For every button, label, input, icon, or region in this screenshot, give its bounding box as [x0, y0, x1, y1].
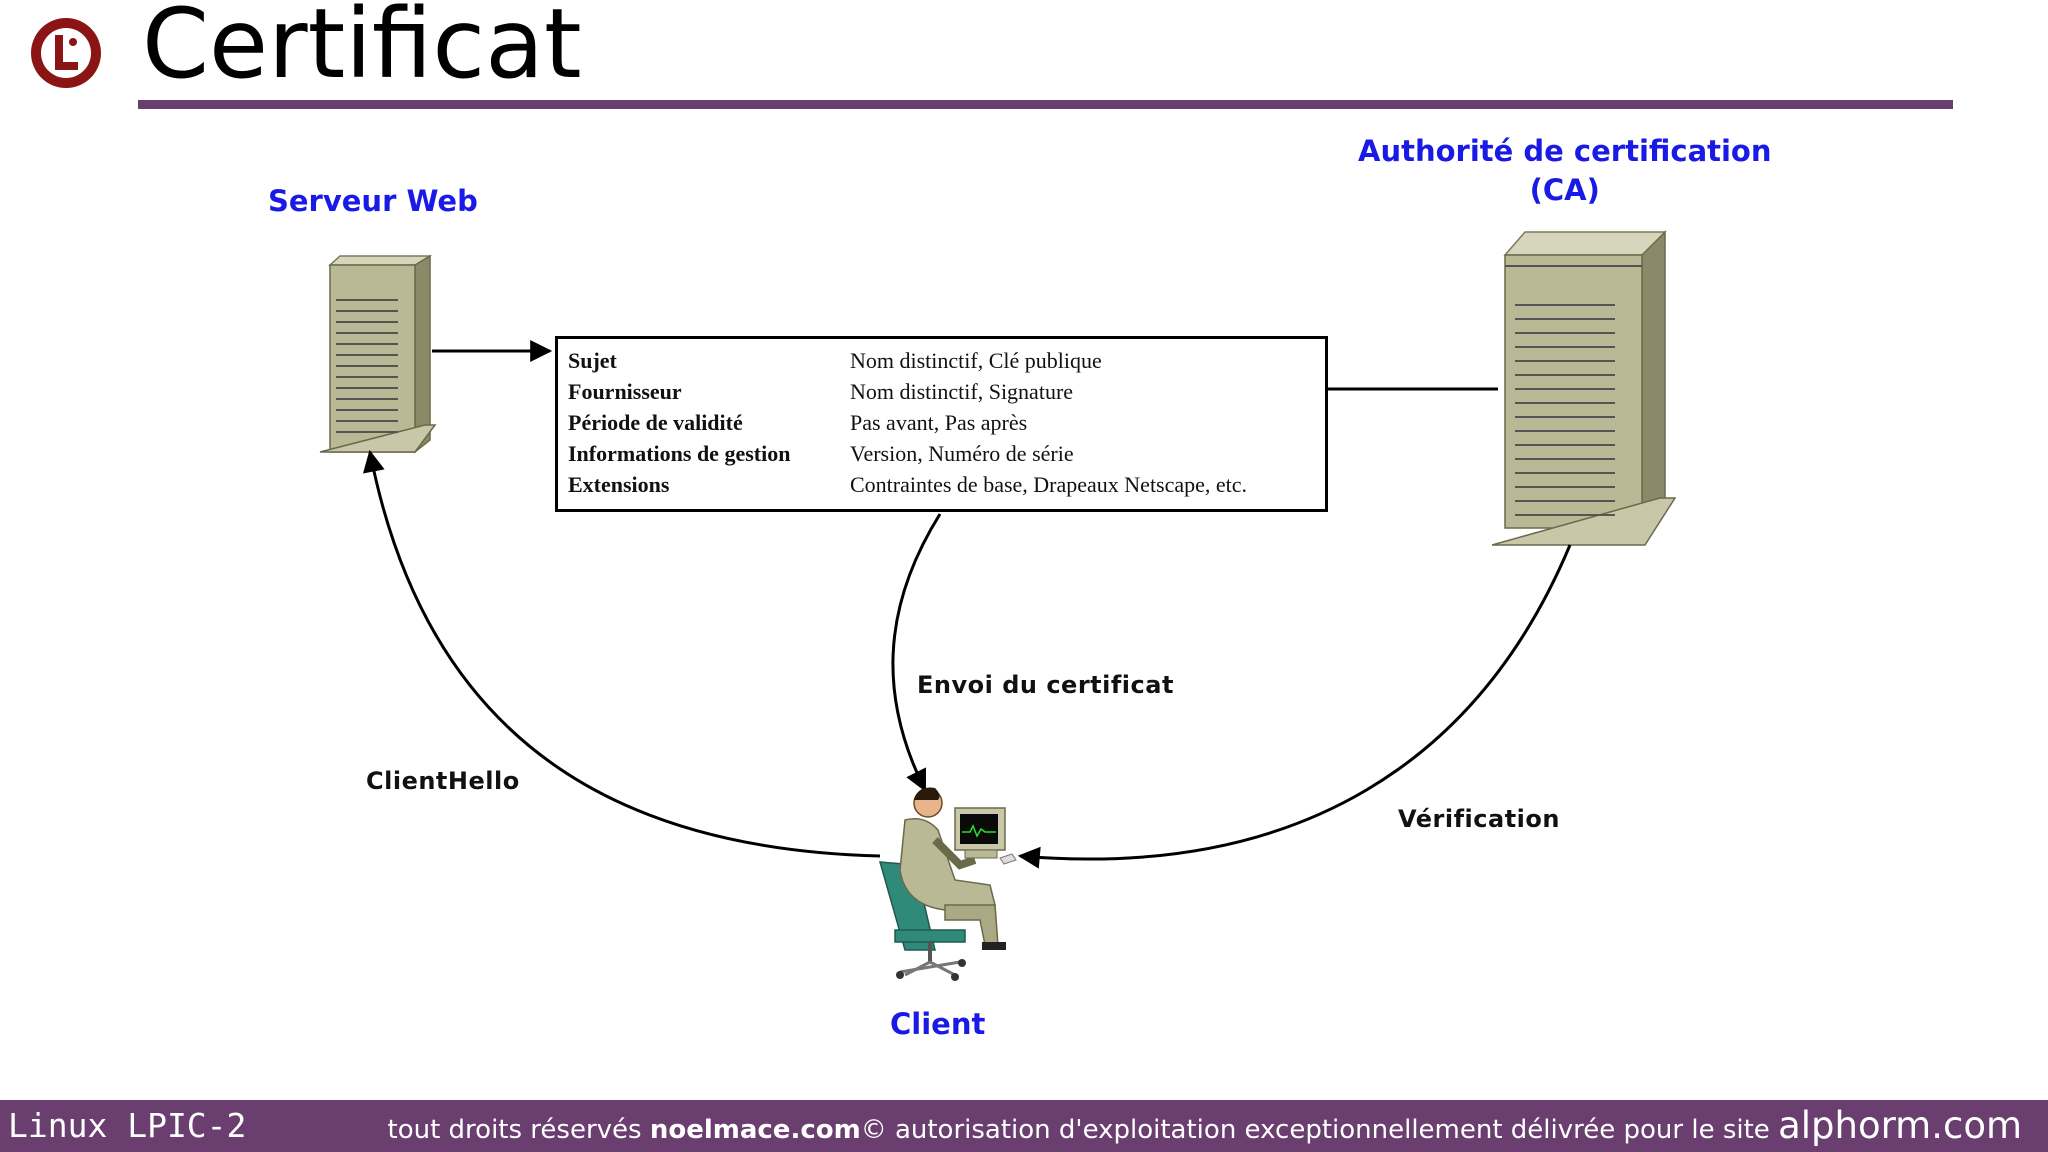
certificate-field-name: Période de validité: [568, 410, 743, 435]
ca-server-icon: [1491, 230, 1677, 546]
certificate-diagram: [319, 230, 1677, 981]
course-name: Linux LPIC-2: [8, 1106, 247, 1145]
site-name: alphorm.com: [1778, 1104, 2022, 1147]
certificate-field-value: Nom distinctif, Signature: [850, 379, 1074, 404]
client-user-icon: [878, 787, 1017, 981]
rights-owner: noelmace.com: [649, 1115, 861, 1145]
ca-label-line2: (CA): [1529, 173, 1600, 208]
lpi-logo-icon: [31, 18, 101, 88]
certificate-box: Sujet Nom distinctif, Clé publique Fourn…: [555, 336, 1328, 512]
certificate-field-value: Nom distinctif, Clé publique: [850, 348, 1102, 373]
web-server-icon: [319, 254, 437, 454]
client-label: Client: [890, 1007, 986, 1041]
client-hello-arrow: [363, 449, 881, 858]
certificate-field-name: Sujet: [568, 348, 617, 373]
certificate-field-value: Contraintes de base, Drapeaux Netscape, …: [850, 472, 1248, 497]
copyright-notice: tout droits réservés noelmace.com© autor…: [388, 1104, 2023, 1147]
ca-label: Authorité de certification (CA): [1358, 132, 1772, 210]
verification-arrow: [1017, 544, 1572, 869]
certificate-field-value: Pas avant, Pas après: [850, 410, 1028, 435]
footer-bar: Linux LPIC-2 tout droits réservés noelma…: [0, 1100, 2048, 1152]
title-underline: [138, 100, 1953, 109]
send-certificate-arrow: [891, 513, 942, 792]
client-hello-label: ClientHello: [366, 767, 520, 795]
rights-prefix: tout droits réservés: [387, 1115, 642, 1145]
certificate-field-name: Fournisseur: [568, 379, 682, 404]
page-title: Certificat: [142, 0, 582, 100]
ca-label-line1: Authorité de certification: [1358, 134, 1772, 168]
certificate-field-name: Extensions: [568, 472, 670, 497]
web-server-label: Serveur Web: [268, 184, 478, 218]
rights-middle: © autorisation d'exploitation exceptionn…: [860, 1115, 1770, 1145]
verification-label: Vérification: [1398, 805, 1560, 833]
certificate-field-value: Version, Numéro de série: [850, 441, 1074, 466]
certificate-field-name: Informations de gestion: [568, 441, 791, 466]
send-certificate-label: Envoi du certificat: [917, 671, 1174, 699]
